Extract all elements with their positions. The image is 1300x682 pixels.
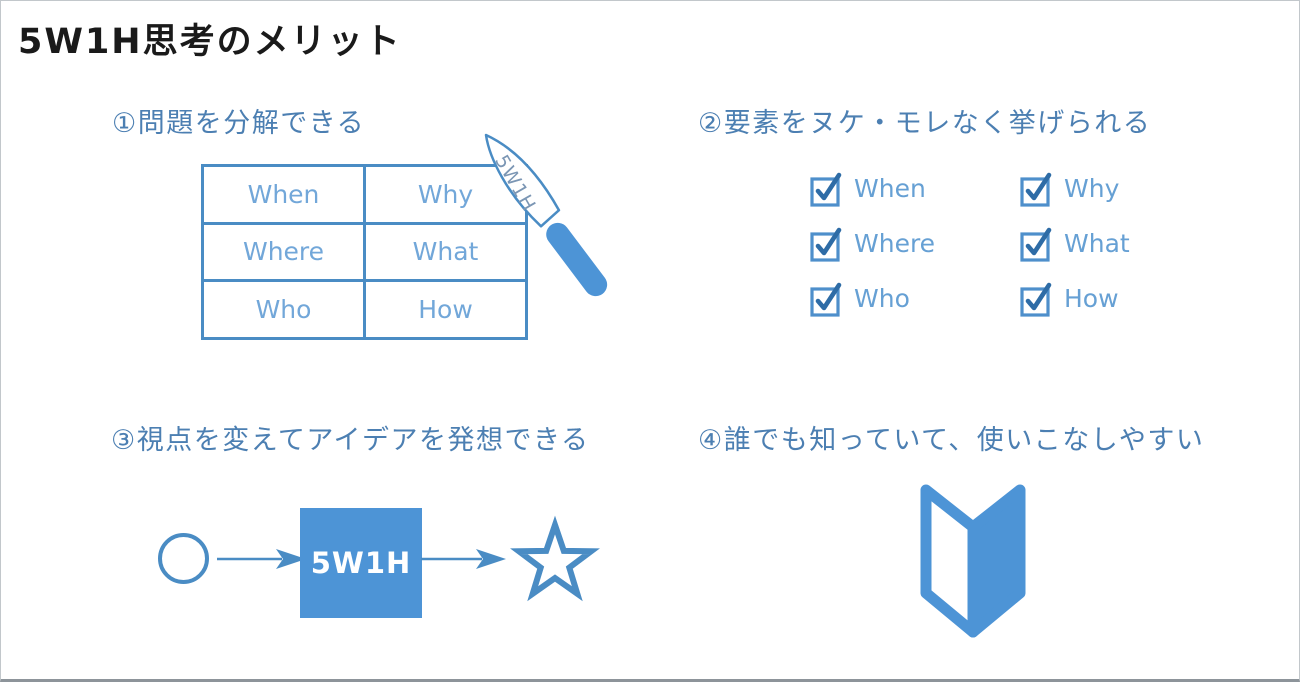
page-title: 5W1H思考のメリット bbox=[18, 22, 402, 62]
check-label-where: Where bbox=[854, 229, 936, 258]
checked-checkbox-icon bbox=[810, 172, 842, 207]
section3-heading: ③視点を変えてアイデアを発想できる bbox=[111, 425, 590, 456]
checked-checkbox-icon bbox=[1020, 282, 1052, 317]
table-cell-when: When bbox=[204, 167, 363, 222]
circle-shape-icon bbox=[158, 533, 209, 584]
check-item-where: Where bbox=[809, 224, 935, 262]
check-item-when: When bbox=[809, 169, 926, 207]
check-item-who: Who bbox=[809, 279, 910, 317]
arrow-right-icon bbox=[217, 549, 306, 569]
check-item-what: What bbox=[1019, 224, 1130, 262]
check-label-who: Who bbox=[854, 284, 910, 313]
section1-heading: ①問題を分解できる bbox=[112, 108, 366, 139]
check-label-how: How bbox=[1064, 284, 1119, 313]
table-cell-who: Who bbox=[204, 282, 363, 337]
section2-heading: ②要素をヌケ・モレなく挙げられる bbox=[698, 108, 1152, 139]
table-cell-what: What bbox=[366, 224, 525, 280]
table-cell-how: How bbox=[366, 282, 525, 337]
5w1h-box-label: 5W1H bbox=[310, 546, 412, 580]
check-item-why: Why bbox=[1019, 169, 1119, 207]
checked-checkbox-icon bbox=[1020, 227, 1052, 262]
check-label-why: Why bbox=[1064, 174, 1120, 203]
check-label-what: What bbox=[1064, 229, 1130, 258]
check-label-when: When bbox=[854, 174, 926, 203]
5w1h-table: When Why Where What Who How bbox=[201, 164, 528, 340]
table-cell-where: Where bbox=[204, 224, 363, 280]
checked-checkbox-icon bbox=[1020, 172, 1052, 207]
arrow-right-icon bbox=[421, 549, 506, 569]
5w1h-box: 5W1H bbox=[300, 508, 422, 618]
knife-icon: 5W1H bbox=[484, 133, 608, 297]
table-cell-why: Why bbox=[366, 167, 525, 222]
checked-checkbox-icon bbox=[810, 282, 842, 317]
beginner-mark-icon bbox=[920, 484, 1026, 638]
check-item-how: How bbox=[1019, 279, 1119, 317]
section4-heading: ④誰でも知っていて、使いこなしやすい bbox=[698, 425, 1205, 456]
star-icon bbox=[510, 515, 600, 602]
checked-checkbox-icon bbox=[810, 227, 842, 262]
